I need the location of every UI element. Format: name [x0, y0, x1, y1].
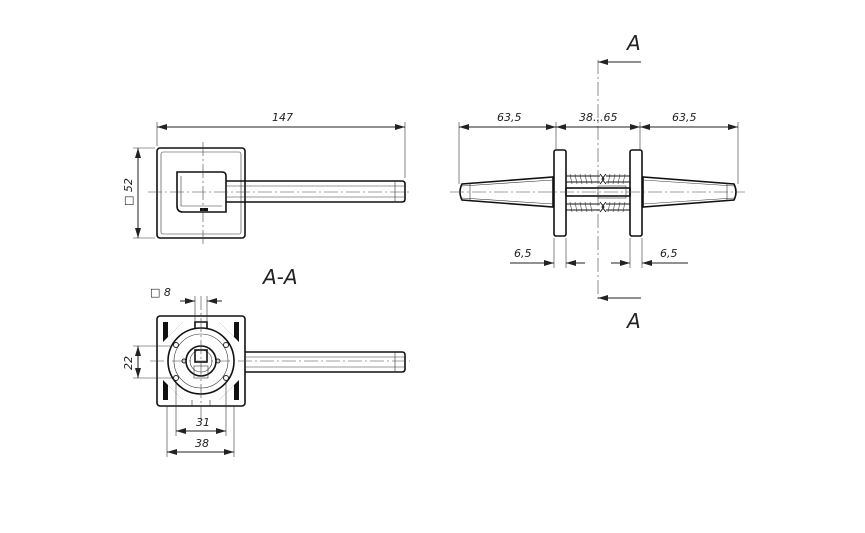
dim-lever-right: 63,5 [672, 111, 697, 124]
dim-spindle-8: □ 8 [150, 286, 171, 299]
left-rose [553, 149, 567, 237]
dim-rose-left: 6,5 [514, 247, 532, 260]
section-marker-bottom: A [625, 309, 641, 333]
section-view: A-A [122, 265, 410, 457]
right-lever [642, 176, 737, 208]
left-lever [459, 176, 554, 208]
dim-lever-left: 63,5 [497, 111, 522, 124]
dim-rose-52: □ 52 [122, 178, 135, 206]
dim-147: 147 [272, 111, 293, 124]
section-title: A-A [261, 265, 298, 289]
section-marker-top: A [625, 31, 641, 55]
lever-bar [226, 180, 406, 203]
side-view: 63,5 38...65 63,5 6,5 6,5 A A [450, 31, 745, 333]
dim-width-38: 38 [195, 437, 209, 450]
top-view: 147 □ 52 [122, 111, 410, 244]
rose-plate [156, 147, 246, 239]
dim-rose-right: 6,5 [660, 247, 678, 260]
dim-height-22: 22 [122, 356, 135, 370]
dim-door-thickness: 38...65 [579, 111, 617, 124]
screws [566, 173, 630, 213]
right-rose [629, 149, 643, 237]
dim-width-31: 31 [196, 416, 210, 429]
